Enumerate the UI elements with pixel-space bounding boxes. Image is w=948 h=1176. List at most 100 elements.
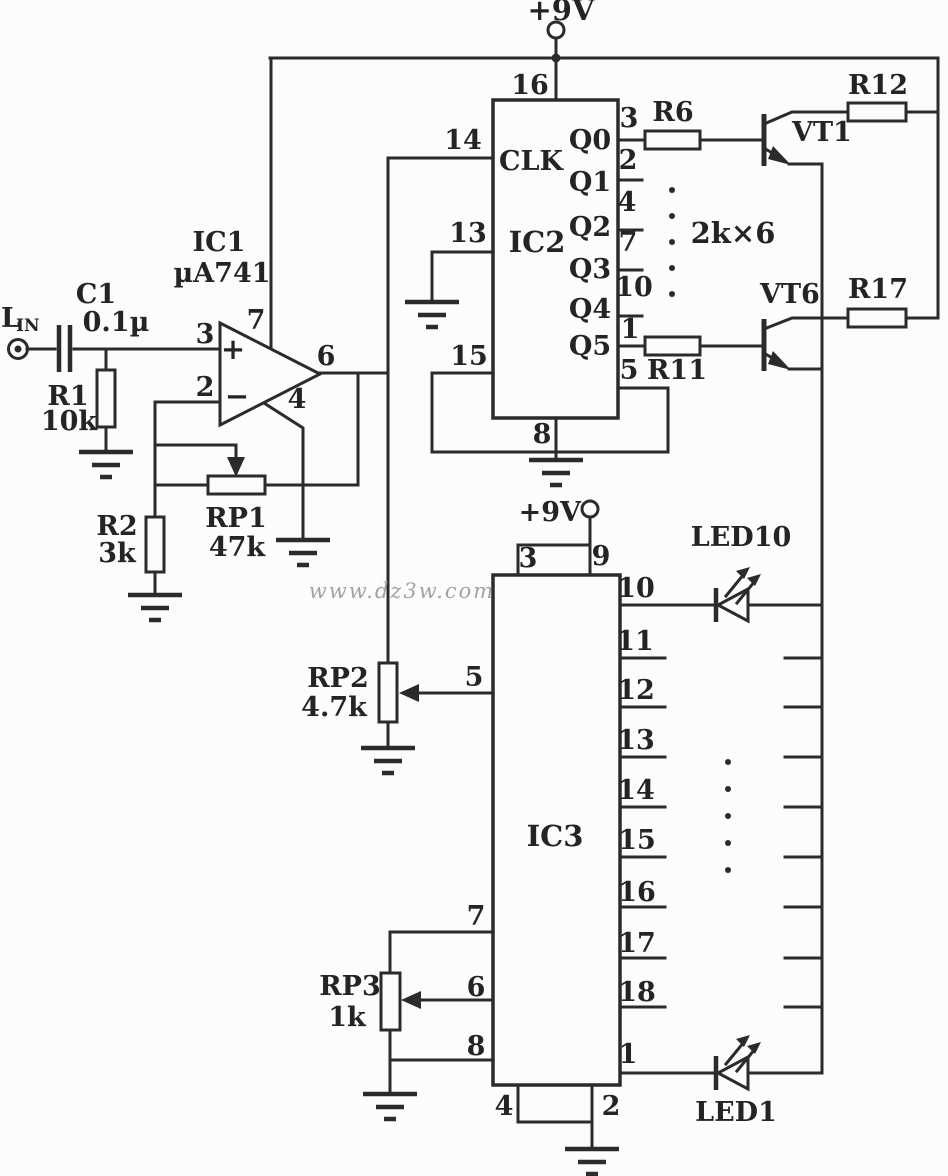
resistor-r1-ref: R1 <box>47 381 88 412</box>
net-emitter-bus <box>783 162 824 1075</box>
resistor-r17-label: R17 <box>848 274 908 305</box>
ic3-right-pin-14: 14 <box>617 775 655 806</box>
ic2-ref: IC2 <box>509 225 566 259</box>
ic1-pin7-label: 7 <box>247 305 266 336</box>
ic2-q0-label: Q0 <box>569 125 611 156</box>
resistor-r12-label: R12 <box>848 70 908 101</box>
resistor-r2-ref: R2 <box>96 511 137 542</box>
ic2-box <box>491 98 620 420</box>
power-terminal-top-icon <box>546 20 566 40</box>
dot <box>669 265 675 271</box>
resistor-r1-body <box>95 368 117 429</box>
net-ic2-pin13-ground <box>430 250 495 302</box>
ic3-pin9-label: 9 <box>592 541 611 572</box>
rp3-wiper-arrow <box>401 991 421 1009</box>
transistor-vt6-emitter-arrow <box>768 351 791 370</box>
resistor-r1-value: 10k <box>41 406 99 437</box>
ic1-pin4-label: 4 <box>288 384 307 415</box>
ic2-pin5-label: 5 <box>620 355 639 386</box>
ic1-minus-sign: − <box>225 379 249 413</box>
ic2-q3-pin: 7 <box>619 227 638 258</box>
ground-symbol-ic1-vee <box>276 537 330 568</box>
ic3-right-pin-15: 15 <box>618 825 656 856</box>
led-led10-icon <box>713 567 761 624</box>
ic1-plus-sign: + <box>221 332 245 366</box>
net-ic3-pin7 <box>388 930 495 975</box>
input-jack-icon <box>7 338 29 360</box>
opamp-ic1-triangle <box>218 320 324 428</box>
ic3-right-pin-13: 13 <box>617 725 655 756</box>
dot <box>725 813 731 819</box>
ic1-pin3-label: 3 <box>196 319 215 350</box>
ellipsis-led-column <box>725 759 731 873</box>
ground-symbol-r1 <box>79 449 133 480</box>
potentiometer-rp3-ref: RP3 <box>319 971 381 1002</box>
led10-emission-arrowhead-2 <box>747 574 761 586</box>
ic3-pin6-label: 6 <box>467 972 486 1003</box>
ic2-pin16-label: 16 <box>511 70 549 101</box>
ic3-pin4-label: 4 <box>495 1091 514 1122</box>
resistor-r6-body <box>643 129 702 151</box>
resistor-r2-value: 3k <box>98 538 137 569</box>
ground-symbol-ic2-pin8 <box>529 457 583 488</box>
ic3-right-pin-16: 16 <box>618 877 656 908</box>
ic2-pin13-label: 13 <box>449 218 487 249</box>
resistor-r12-body <box>846 101 908 123</box>
ground-symbol-rp2 <box>361 745 415 776</box>
dot <box>725 867 731 873</box>
ic3-pin7-label: 7 <box>467 901 486 932</box>
dot <box>725 759 731 765</box>
potentiometer-rp1-body <box>206 474 267 496</box>
ic1-part: µA741 <box>173 258 270 289</box>
ic3-pin8-label: 8 <box>467 1031 486 1062</box>
net-vt1-collector <box>762 110 850 126</box>
input-jack-center <box>14 345 22 353</box>
capacitor-c1-value: 0.1µ <box>83 307 150 338</box>
ic2-q5-pin: 1 <box>621 314 640 345</box>
capacitor-c1-ref: C1 <box>76 279 116 310</box>
net-q1-q4-stubs <box>616 178 644 318</box>
transistor-vt1-label: VT1 <box>791 117 852 148</box>
ic3-pin5-label: 5 <box>465 662 484 693</box>
led10-emission-arrowhead-1 <box>736 567 750 579</box>
power-terminal-ic3-icon <box>580 499 600 519</box>
led1-emission-arrowhead-1 <box>736 1035 750 1047</box>
resistor-r6-label: R6 <box>652 97 693 128</box>
net-ic3-bottom-bracket <box>516 1083 594 1149</box>
dot <box>669 291 675 297</box>
net-ic3-pin8 <box>388 1028 495 1094</box>
ic2-pin14-label: 14 <box>444 125 482 156</box>
rp1-wiper-arrow <box>227 457 245 477</box>
ground-symbol-ic3 <box>565 1146 619 1176</box>
led10-label: LED10 <box>691 522 792 553</box>
ellipsis-base-resistors <box>669 187 675 297</box>
junction-dot <box>551 53 561 63</box>
ic2-q4-pin: 10 <box>615 272 653 303</box>
ic3-right-pin-11: 11 <box>616 626 654 657</box>
ground-symbol-rp3 <box>363 1091 417 1122</box>
dot <box>669 213 675 219</box>
dot <box>725 840 731 846</box>
net-opamp-vee-ground <box>261 400 305 540</box>
dot <box>669 187 675 193</box>
ground-symbol-ic2-pin13 <box>405 299 459 330</box>
ic3-pin3-label: 3 <box>519 543 538 574</box>
net-input <box>25 347 222 372</box>
ic3-ref: IC3 <box>527 819 584 853</box>
net-opamp-output <box>263 156 495 665</box>
led1-emission-lines <box>723 1039 758 1074</box>
transistor-vt1-emitter-arrow <box>768 146 791 165</box>
ic3-right-pin-10: 10 <box>617 573 655 604</box>
ic1-pin6-label: 6 <box>317 341 336 372</box>
dot <box>669 239 675 245</box>
transistor-vt6-label: VT6 <box>759 279 820 310</box>
ic3-right-pin-17: 17 <box>618 928 656 959</box>
ic3-right-pin-18: 18 <box>618 977 656 1008</box>
potentiometer-rp3-value: 1k <box>328 1002 367 1033</box>
base-resistors-note: 2k×6 <box>691 216 776 250</box>
resistor-r11-body <box>643 335 702 357</box>
ic2-clk-label: CLK <box>499 146 564 177</box>
resistor-r17-body <box>846 307 908 329</box>
net-ic3-right-stubs <box>618 656 667 1009</box>
ic2-q5-label: Q5 <box>569 331 611 362</box>
